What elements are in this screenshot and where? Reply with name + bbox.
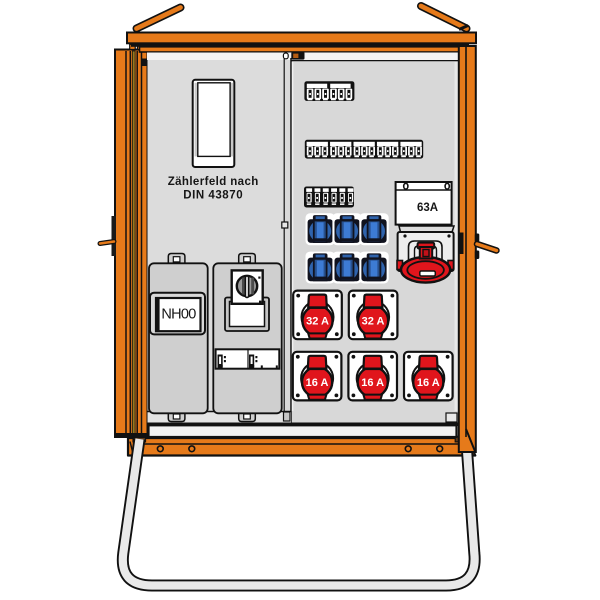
- svg-text:32 A: 32 A: [362, 316, 385, 328]
- svg-text:32 A: 32 A: [306, 316, 329, 328]
- svg-text:16 A: 16 A: [361, 377, 384, 389]
- svg-text:NH00: NH00: [161, 307, 196, 323]
- svg-text:Zählerfeld nach: Zählerfeld nach: [168, 176, 259, 188]
- svg-text:DIN 43870: DIN 43870: [183, 190, 243, 202]
- svg-text:63A: 63A: [417, 202, 438, 214]
- svg-text:16 A: 16 A: [417, 377, 440, 389]
- svg-text:16 A: 16 A: [306, 377, 329, 389]
